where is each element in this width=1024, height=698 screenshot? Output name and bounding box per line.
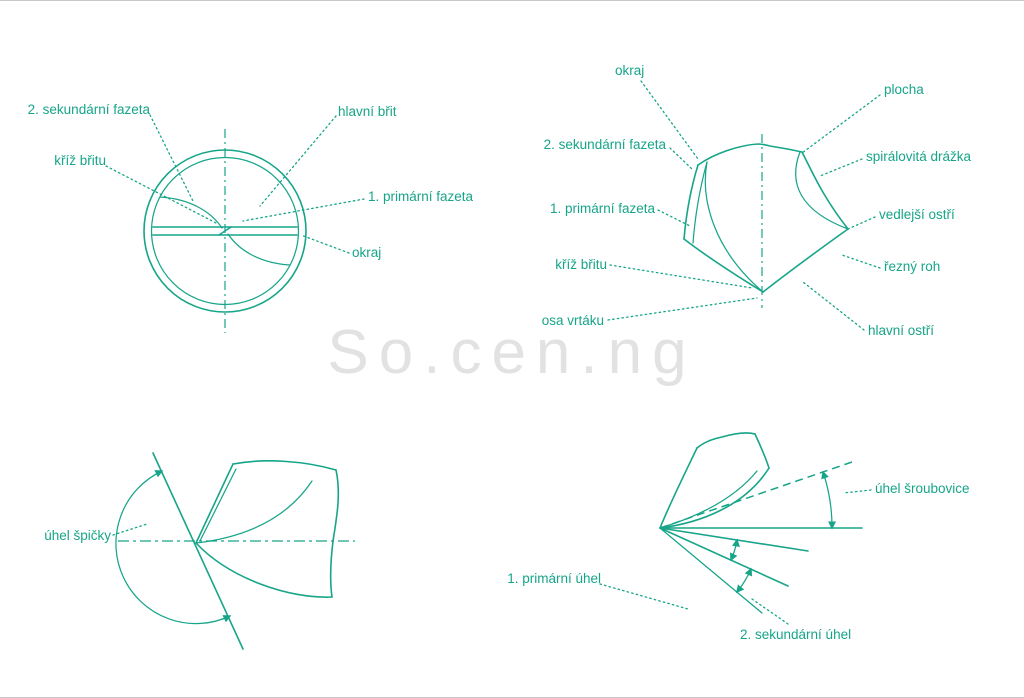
leader-end-primarni-fazeta xyxy=(242,198,365,222)
helix-angle-drawing xyxy=(659,432,863,614)
helix-body-lip-curve xyxy=(659,470,758,529)
leader-side-plocha xyxy=(801,94,881,154)
relief-line xyxy=(659,527,763,614)
leader-uhel-spicky xyxy=(112,523,148,536)
leader-primarni-uhel xyxy=(599,583,689,610)
label-uhel-spicky: úhel špičky xyxy=(44,528,111,543)
label-side-rezny-roh: řezný roh xyxy=(884,259,941,274)
label-side-okraj: okraj xyxy=(615,63,645,78)
leader-end-sekundarni-fazeta xyxy=(149,114,194,202)
label-uhel-sroubovice: úhel šroubovice xyxy=(875,481,970,496)
leader-side-spiralovita-drazka xyxy=(819,158,863,177)
flute-curve-lower xyxy=(227,233,291,266)
flute-face-curve xyxy=(704,161,764,293)
leader-side-osa-vrtaku xyxy=(607,297,758,321)
label-end-primarni-fazeta: 1. primární fazeta xyxy=(368,189,474,204)
tip-right-silhouette xyxy=(801,151,849,230)
label-end-okraj: okraj xyxy=(352,245,382,260)
facet-strip-inner xyxy=(692,161,708,244)
leader-side-primarni-fazeta xyxy=(657,209,691,227)
leader-side-sekundarni-fazeta xyxy=(669,147,693,170)
leader-lines xyxy=(105,80,881,625)
flute-curve-upper xyxy=(159,196,223,229)
label-end-hlavni-brit: hlavní břit xyxy=(338,104,397,119)
label-side-osa-vrtaku: osa vrtáku xyxy=(541,313,604,328)
label-side-primarni-fazeta: 1. primární fazeta xyxy=(549,201,655,216)
label-side-spiralovita-drazka: spirálovitá drážka xyxy=(866,149,972,164)
label-side-vedlejsi-ostri: vedlejší ostří xyxy=(879,207,955,222)
label-end-sekundarni-fazeta: 2. sekundární fazeta xyxy=(27,102,150,117)
body-right-edge xyxy=(329,469,340,598)
leader-sekundarni-uhel xyxy=(751,598,789,625)
inner-circle xyxy=(150,156,300,306)
helix-body-top-edge xyxy=(696,432,756,449)
chisel-edge xyxy=(218,226,232,236)
label-sekundarni-uhel: 2. sekundární úhel xyxy=(740,627,852,642)
end-view-drawing xyxy=(143,129,307,333)
primary-facet-line xyxy=(659,527,809,552)
secondary-angle-arc xyxy=(736,567,753,594)
body-flute-curve xyxy=(195,542,333,598)
side-view-drawing xyxy=(683,134,849,308)
leader-end-hlavni-brit xyxy=(259,115,337,207)
tip-top-silhouette xyxy=(697,143,803,166)
label-side-kriz-britu: kříž břitu xyxy=(555,257,607,272)
label-side-sekundarni-fazeta: 2. sekundární fazeta xyxy=(543,137,666,152)
helix-body-flute-curve xyxy=(659,467,770,529)
label-side-hlavni-ostri: hlavní ostří xyxy=(868,323,935,338)
label-end-kriz-britu: kříž břitu xyxy=(54,153,106,168)
leader-side-hlavni-ostri xyxy=(802,281,865,331)
cutting-edge-line xyxy=(195,463,234,544)
helix-body-right-edge xyxy=(754,433,770,469)
spiral-groove-curve xyxy=(795,151,849,230)
point-angle-arc xyxy=(115,470,232,625)
body-top-edge xyxy=(232,460,337,471)
leader-side-kriz-britu xyxy=(609,264,753,289)
leader-side-okraj xyxy=(640,80,699,160)
body-lip-curve xyxy=(195,480,313,544)
secondary-facet-edge xyxy=(683,238,764,293)
leader-end-okraj xyxy=(300,234,350,254)
primary-angle-arc xyxy=(730,538,740,562)
facet-strip-outer xyxy=(683,164,699,240)
leader-side-rezny-roh xyxy=(841,254,881,269)
facet-edge-line xyxy=(199,468,237,542)
helix-body-left-edge xyxy=(659,447,698,529)
main-cutting-lip xyxy=(762,228,849,293)
leader-end-kriz-britu xyxy=(105,165,219,225)
secondary-facet-line xyxy=(659,527,789,587)
point-angle-drawing xyxy=(115,452,355,650)
leader-side-vedlejsi-ostri xyxy=(847,216,876,230)
label-side-plocha: plocha xyxy=(884,82,924,97)
label-primarni-uhel: 1. primární úhel xyxy=(507,571,601,586)
leader-uhel-sroubovice xyxy=(842,489,872,494)
helix-angle-arc xyxy=(821,470,837,530)
outer-circle xyxy=(143,149,307,313)
